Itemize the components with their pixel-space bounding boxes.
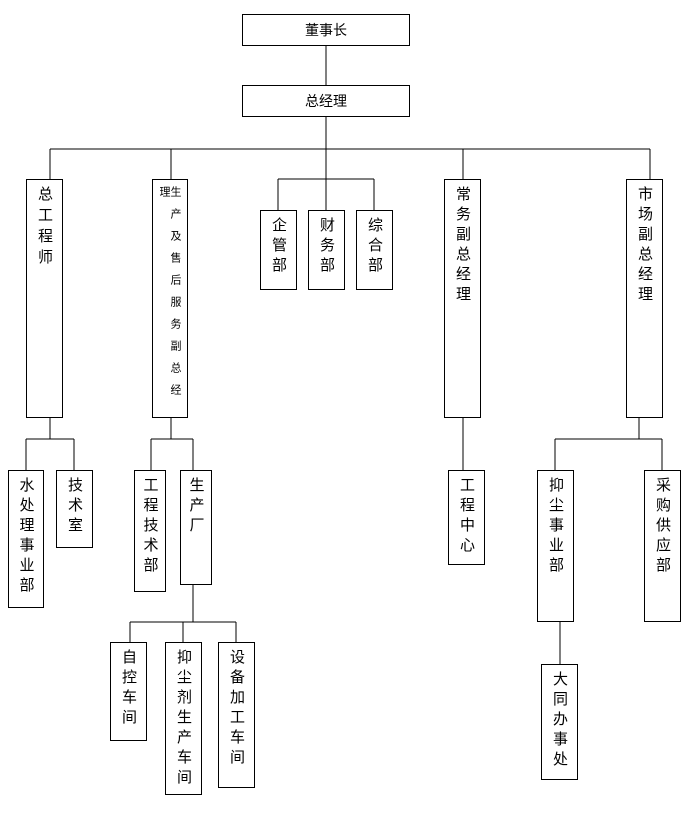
dust-suppression-box: 抑尘事业部	[537, 470, 574, 622]
chairman-label: 董事长	[305, 23, 347, 39]
dust-agent-workshop-box: 抑尘剂生产车间	[165, 642, 202, 795]
datong-office-box: 大同办事处	[541, 664, 578, 780]
marketing-vp-box: 市场副总经理	[626, 179, 663, 418]
dust-suppression-label: 抑尘事业部	[547, 477, 565, 577]
finance-label: 财务部	[318, 217, 336, 277]
finance-box: 财务部	[308, 210, 345, 290]
executive-vp-box: 常务副总经理	[444, 179, 481, 418]
general-affairs-box: 综合部	[356, 210, 393, 290]
auto-control-workshop-box: 自控车间	[110, 642, 147, 741]
general-affairs-label: 综合部	[366, 217, 384, 277]
production-vp-box: 生产及售后服务副总经理	[152, 179, 188, 418]
water-treatment-box: 水处理事业部	[8, 470, 44, 608]
engineering-center-label: 工程中心	[458, 477, 476, 557]
factory-box: 生产厂	[180, 470, 212, 585]
tech-office-box: 技术室	[56, 470, 93, 548]
dust-agent-workshop-label: 抑尘剂生产车间	[175, 649, 193, 789]
production-vp-label: 生产及售后服务副总经理	[158, 186, 182, 406]
equipment-workshop-label: 设备加工车间	[228, 649, 246, 769]
enterprise-mgmt-box: 企管部	[260, 210, 297, 290]
auto-control-workshop-label: 自控车间	[120, 649, 138, 729]
chief-engineer-label: 总工程师	[36, 186, 54, 270]
tech-office-label: 技术室	[66, 477, 84, 537]
chief-engineer-box: 总工程师	[26, 179, 63, 418]
factory-label: 生产厂	[187, 477, 206, 537]
equipment-workshop-box: 设备加工车间	[218, 642, 255, 788]
engineering-tech-box: 工程技术部	[134, 470, 166, 592]
enterprise-mgmt-label: 企管部	[270, 217, 288, 277]
general-manager-box: 总经理	[242, 85, 410, 117]
chairman-box: 董事长	[242, 14, 410, 46]
purchasing-box: 采购供应部	[644, 470, 681, 622]
water-treatment-label: 水处理事业部	[17, 477, 36, 597]
engineering-tech-label: 工程技术部	[141, 477, 160, 577]
purchasing-label: 采购供应部	[654, 477, 672, 577]
engineering-center-box: 工程中心	[448, 470, 485, 565]
general-manager-label: 总经理	[305, 94, 347, 110]
marketing-vp-label: 市场副总经理	[636, 186, 654, 306]
executive-vp-label: 常务副总经理	[454, 186, 472, 306]
datong-office-label: 大同办事处	[551, 671, 569, 771]
